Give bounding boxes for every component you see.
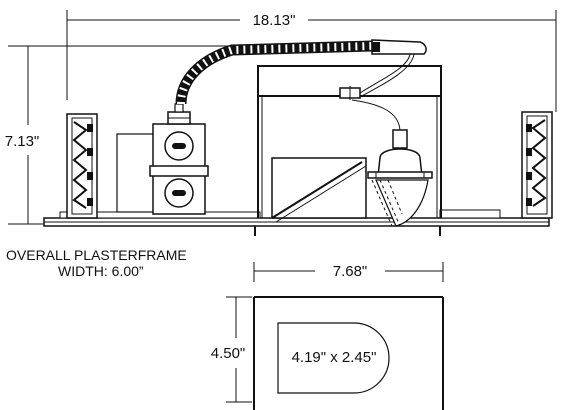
bottom-plate xyxy=(253,296,444,410)
left-bracket xyxy=(66,113,98,219)
bottom-width-label: 7.68" xyxy=(333,263,368,280)
cutout-label: 4.19" x 2.45" xyxy=(292,349,377,366)
bottom-height-label: 4.50" xyxy=(211,345,246,362)
lamp-assembly xyxy=(367,129,433,227)
wiring xyxy=(351,53,415,133)
housing xyxy=(257,65,442,223)
plasterframe-note: OVERALL PLASTERFRAME WIDTH: 6.00” xyxy=(6,247,187,279)
overall-width-label: 18.13" xyxy=(253,12,296,29)
bottom-width-dimension: 7.68" xyxy=(253,262,444,282)
bottom-height-dimension: 4.50" xyxy=(211,296,252,403)
junction-box xyxy=(116,103,209,215)
flex-conduit xyxy=(175,39,427,105)
aperture-cutout: 4.19" x 2.45" xyxy=(277,322,390,394)
right-bracket xyxy=(521,111,553,219)
height-dimension: 7.13" xyxy=(5,45,240,225)
height-label: 7.13" xyxy=(5,133,40,150)
overall-width-dimension: 18.13" xyxy=(66,10,557,112)
note-line-2: WIDTH: 6.00” xyxy=(58,263,144,279)
note-line-1: OVERALL PLASTERFRAME xyxy=(6,247,187,263)
